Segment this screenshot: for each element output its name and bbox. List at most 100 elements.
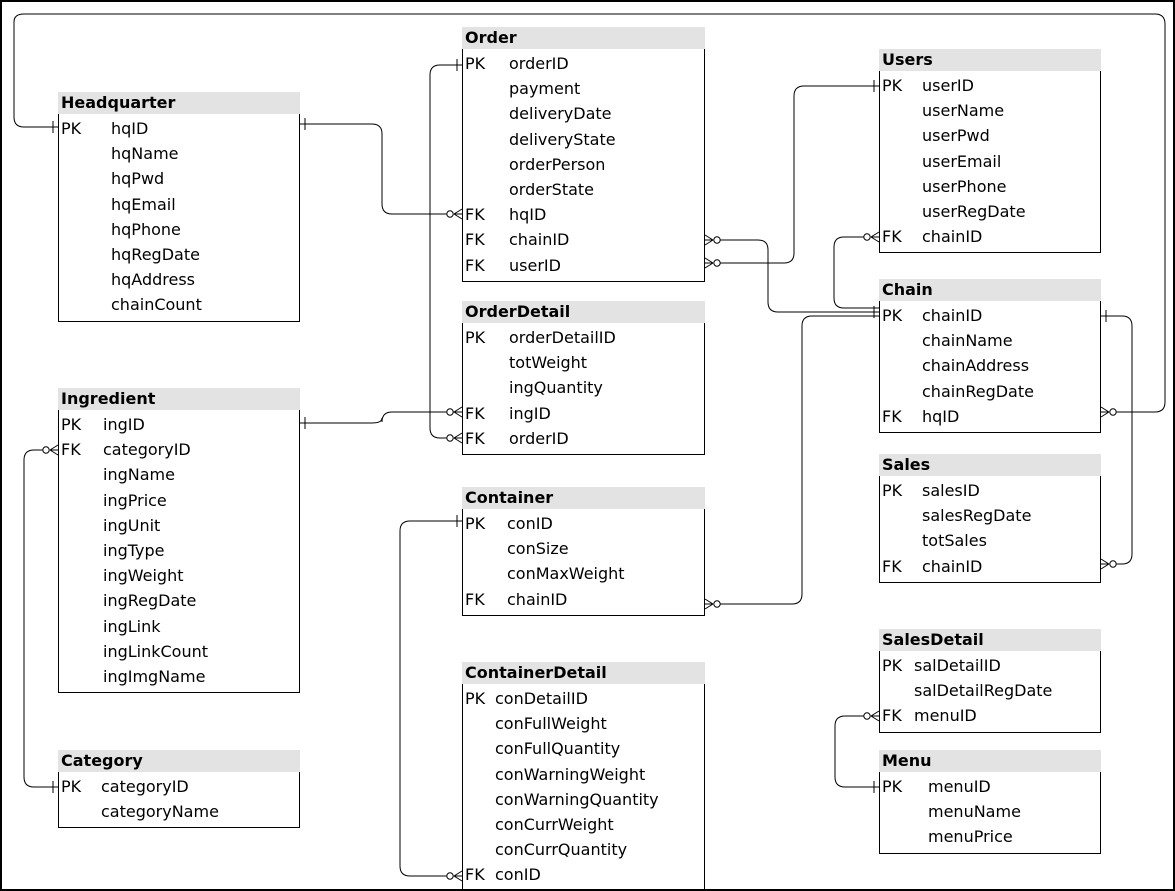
field-row[interactable]: totSales [880, 528, 1100, 553]
field-row[interactable]: hqAddress [59, 267, 299, 292]
connector-line [718, 239, 879, 313]
field-row[interactable]: ingType [59, 538, 299, 563]
field-row[interactable]: salDetailRegDate [880, 678, 1100, 703]
field-row[interactable]: conWarningWeight [463, 762, 704, 787]
field-row[interactable]: ingImgName [59, 664, 299, 689]
field-row[interactable]: ingName [59, 462, 299, 487]
field-row[interactable]: ingLinkCount [59, 639, 299, 664]
field-name: deliveryState [509, 129, 616, 149]
field-row[interactable]: userRegDate [880, 199, 1100, 224]
field-row[interactable]: hqRegDate [59, 242, 299, 267]
field-row[interactable]: userPwd [880, 123, 1100, 148]
field-name: salDetailRegDate [914, 681, 1053, 701]
field-row[interactable]: chainRegDate [880, 379, 1100, 404]
field-row[interactable]: orderState [463, 177, 704, 202]
field-row[interactable]: salesRegDate [880, 503, 1100, 528]
field-row[interactable]: hqPwd [59, 166, 299, 191]
primary-key-marker: PK [465, 54, 486, 73]
connector-line [429, 64, 462, 439]
foreign-key-marker: FK [882, 227, 902, 247]
field-row[interactable]: deliveryDate [463, 101, 704, 126]
crows-foot-prong [704, 239, 714, 246]
field-row[interactable]: ingPrice [59, 488, 299, 513]
field-row[interactable]: totWeight [463, 350, 704, 375]
field-row[interactable]: payment [463, 76, 704, 101]
field-name: ingRegDate [103, 591, 197, 611]
field-row[interactable]: userPhone [880, 174, 1100, 199]
field-name: hqEmail [111, 194, 176, 214]
field-row[interactable]: menuName [880, 799, 1100, 824]
field-row[interactable]: userName [880, 98, 1100, 123]
field-row[interactable]: conFullQuantity [463, 736, 704, 761]
field-row[interactable]: categoryName [59, 799, 299, 824]
field-row[interactable]: userEmail [880, 149, 1100, 174]
field-row[interactable]: ingLink [59, 614, 299, 639]
relationship-order-orderdetail [429, 59, 463, 444]
field-name: hqRegDate [111, 244, 200, 264]
field-row[interactable]: conFullWeight [463, 711, 704, 736]
field-name: hqPhone [111, 219, 181, 239]
field-row[interactable]: chainName [880, 328, 1100, 353]
field-row[interactable]: ingUnit [59, 513, 299, 538]
field-row[interactable]: ingWeight [59, 563, 299, 588]
field-row[interactable]: hqPhone [59, 217, 299, 242]
relationship-menu-salesdetail [834, 710, 880, 793]
field-row[interactable]: menuPrice [880, 824, 1100, 849]
field-row[interactable]: ingRegDate [59, 588, 299, 613]
field-row[interactable]: chainCount [59, 292, 299, 317]
field-row[interactable]: chainAddress [880, 353, 1100, 378]
field-name: conMaxWeight [507, 564, 625, 584]
field-row[interactable]: conMaxWeight [463, 561, 704, 586]
field-row[interactable]: ingQuantity [463, 375, 704, 400]
field-row[interactable]: conCurrQuantity [463, 837, 704, 862]
field-row[interactable]: conWarningQuantity [463, 787, 704, 812]
field-row[interactable]: conSize [463, 536, 704, 561]
foreign-key-marker: FK [465, 589, 485, 609]
field-row[interactable]: deliveryState [463, 127, 704, 152]
field-row[interactable]: orderPerson [463, 152, 704, 177]
field-row[interactable]: hqName [59, 141, 299, 166]
field-name: menuID [914, 706, 977, 726]
field-row[interactable]: hqEmail [59, 192, 299, 217]
field-row[interactable]: conCurrWeight [463, 812, 704, 837]
field-name: payment [509, 79, 581, 99]
